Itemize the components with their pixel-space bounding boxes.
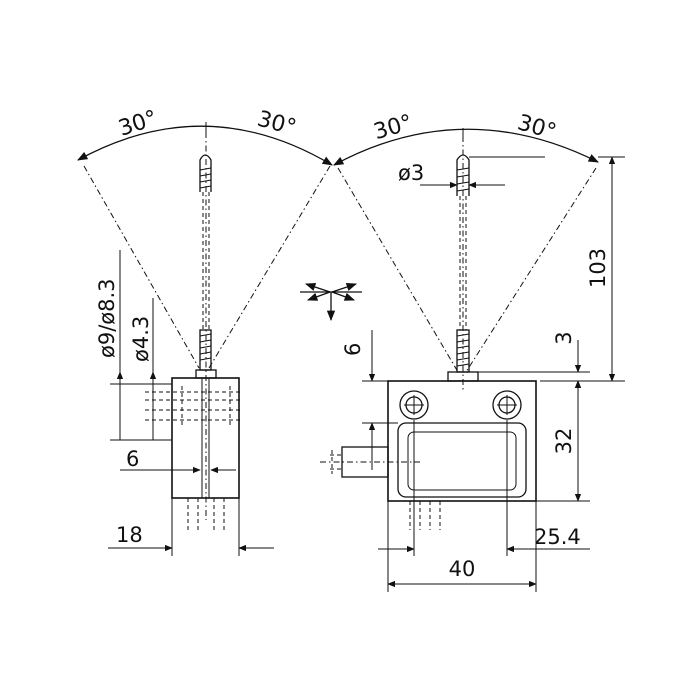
dim-label-dia-rod: ø3 — [398, 161, 424, 185]
dim-label-width-40: 40 — [449, 557, 476, 581]
dim-label-dia-small: ø4.3 — [129, 316, 153, 362]
angle-label-right-a: 30° — [371, 110, 415, 145]
right-cone-line-right — [465, 167, 597, 373]
left-switch-body — [171, 377, 240, 499]
angle-label-left-b: 30° — [255, 107, 299, 141]
screw-left — [399, 390, 429, 420]
right-cone-line-left — [337, 167, 459, 373]
left-cone-line-left — [83, 165, 200, 369]
dim-label-six-left: 6 — [126, 447, 139, 471]
screw-right — [492, 390, 522, 420]
right-view — [320, 128, 625, 592]
right-actuator-rod — [447, 136, 479, 390]
right-switch-body — [387, 380, 537, 502]
dim-label-three: 3 — [552, 331, 576, 344]
dim-label-height-32: 32 — [552, 428, 576, 455]
dim-label-six-mid: 6 — [341, 343, 365, 356]
multi-direction-arrows-icon — [300, 283, 362, 322]
angle-label-left-a: 30° — [116, 106, 161, 142]
dim-label-spacing-25-4: 25.4 — [534, 525, 581, 549]
left-actuator-rod — [195, 132, 217, 520]
left-cone-line-right — [208, 165, 331, 369]
right-window — [397, 422, 527, 498]
angle-label-right-b: 30° — [515, 110, 559, 145]
dim-label-dia-pair: ø9/ø8.3 — [95, 278, 119, 358]
left-view — [77, 122, 333, 556]
dim-label-width-18: 18 — [116, 523, 143, 547]
left-swing-arc — [77, 125, 333, 166]
right-swing-arc — [333, 128, 599, 166]
cable-gland — [320, 446, 420, 478]
dim-label-height-103: 103 — [586, 248, 610, 288]
